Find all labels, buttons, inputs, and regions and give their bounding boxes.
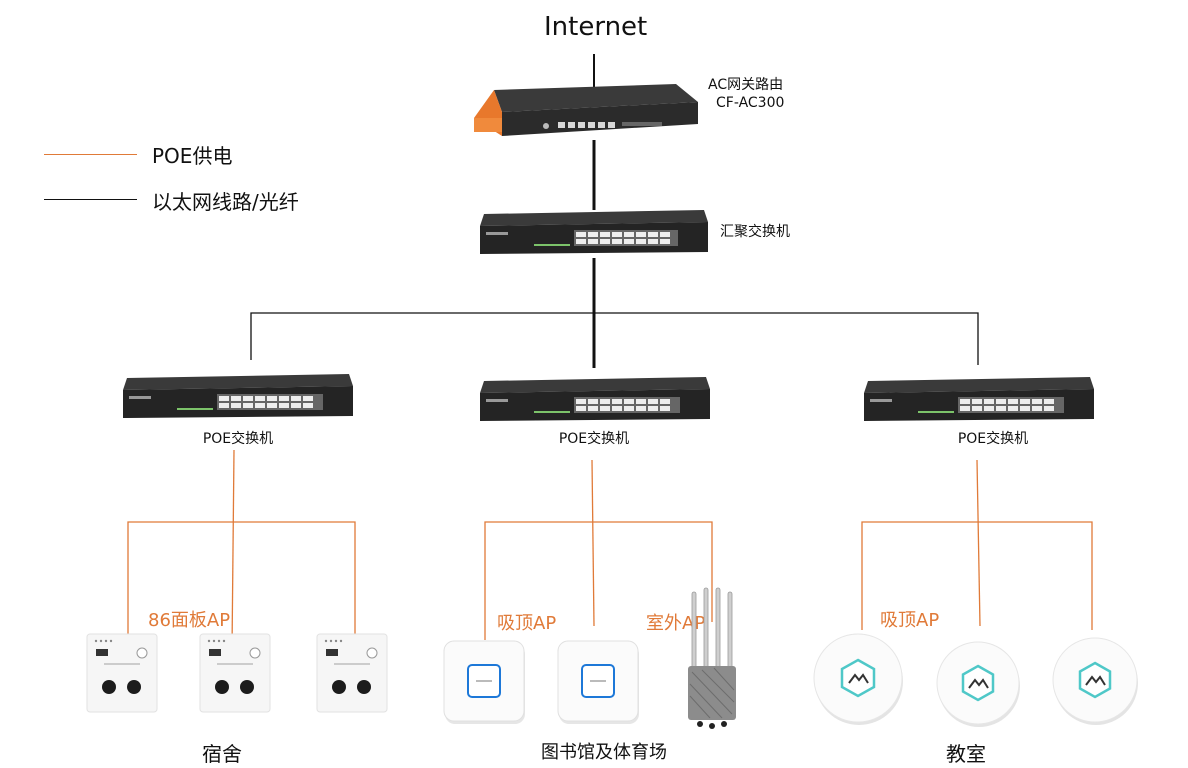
core-switch xyxy=(478,208,710,256)
round-ap-icon xyxy=(1052,637,1138,725)
switch-icon xyxy=(480,210,708,254)
poe-trunk-3 xyxy=(976,459,981,627)
panel-ap-2 xyxy=(199,633,271,717)
panel-ap-3 xyxy=(316,633,388,717)
ceiling-ap-square-2 xyxy=(557,640,641,730)
legend-ethernet-label: 以太网线路/光纤 xyxy=(152,190,299,214)
gateway-label-line2: CF-AC300 xyxy=(716,95,785,111)
panel-ap-icon xyxy=(199,633,271,713)
legend-poe-label: POE供电 xyxy=(152,144,233,168)
poe-switch-2 xyxy=(478,375,712,423)
area-classroom-label: 教室 xyxy=(946,742,986,766)
round-ap-icon xyxy=(813,633,903,725)
poe-branch-3 xyxy=(861,521,1093,630)
outdoor-ap-icon xyxy=(688,587,736,729)
legend-poe-line xyxy=(44,154,137,155)
round-ap-icon xyxy=(936,641,1020,727)
area-library-label: 图书馆及体育场 xyxy=(541,742,667,763)
router-icon xyxy=(474,84,698,136)
switch-icon xyxy=(480,377,710,421)
core-to-side-switches-line xyxy=(250,312,979,365)
switch-icon xyxy=(864,377,1094,421)
panel-ap-1 xyxy=(86,633,158,717)
ceiling-ap-round-3 xyxy=(1051,636,1141,730)
outdoor-ap xyxy=(684,586,740,736)
poe-links xyxy=(127,449,1093,651)
poe-branch-1 xyxy=(127,521,356,640)
panel-ap-icon xyxy=(86,633,158,713)
ceiling-ap-square-1 xyxy=(443,640,527,730)
gateway-label-line1: AC网关路由 xyxy=(708,77,784,93)
ethernet-links xyxy=(250,54,979,368)
poe-branch-2 xyxy=(484,521,713,640)
ceiling-ap-round-1 xyxy=(812,632,906,730)
legend-ethernet-line xyxy=(44,199,137,200)
poe-trunk-2 xyxy=(591,459,595,627)
ceiling-ap-library-label: 吸顶AP xyxy=(497,613,557,634)
area-dorm-label: 宿舍 xyxy=(202,742,242,766)
square-ap-icon xyxy=(557,640,639,724)
outdoor-ap-label: 室外AP xyxy=(646,613,706,634)
ceiling-ap-round-2 xyxy=(935,640,1023,732)
panel-ap-icon xyxy=(316,633,388,713)
gateway-router xyxy=(472,76,702,156)
square-ap-icon xyxy=(443,640,525,724)
internet-title: Internet xyxy=(544,12,648,42)
poe-trunk-1 xyxy=(231,449,235,651)
switch-icon xyxy=(123,374,353,418)
ceiling-ap-classroom-label: 吸顶AP xyxy=(880,610,940,631)
poe-switch-3-label: POE交换机 xyxy=(957,431,1029,447)
poe-switch-2-label: POE交换机 xyxy=(558,431,630,447)
panel-ap-label: 86面板AP xyxy=(148,610,231,631)
core-switch-label: 汇聚交换机 xyxy=(720,224,790,240)
poe-switch-1-label: POE交换机 xyxy=(202,431,274,447)
poe-switch-3 xyxy=(862,375,1096,423)
poe-switch-1 xyxy=(121,372,355,420)
